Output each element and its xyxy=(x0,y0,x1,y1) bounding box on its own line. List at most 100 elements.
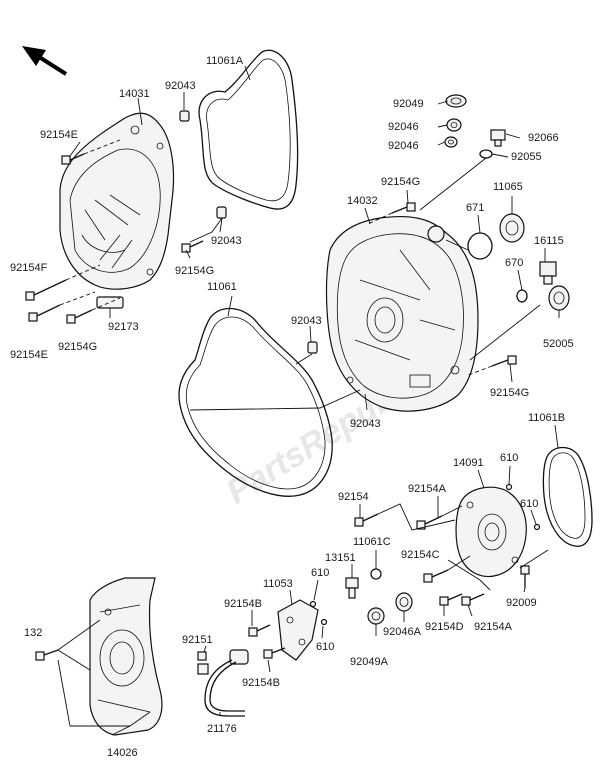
gasket-11061 xyxy=(178,307,333,497)
screw-610-a xyxy=(505,483,513,491)
label-92154E-a: 92154E xyxy=(40,129,78,141)
dowel-pin-92043-b xyxy=(216,206,227,219)
label-670: 670 xyxy=(505,257,523,269)
label-92046A: 92046A xyxy=(383,626,422,638)
label-52005: 52005 xyxy=(543,338,574,350)
clutch-cover-14032 xyxy=(325,215,479,412)
label-92049: 92049 xyxy=(393,98,424,110)
label-92009: 92009 xyxy=(506,597,537,609)
bracket-11053 xyxy=(277,599,319,661)
label-92043-b: 92043 xyxy=(211,235,242,247)
label-92154B-b: 92154B xyxy=(242,677,280,689)
screw-610-d xyxy=(320,618,328,626)
label-11053: 11053 xyxy=(263,578,293,590)
label-610-c: 610 xyxy=(311,567,329,579)
label-92055: 92055 xyxy=(511,151,542,163)
screw-610-b xyxy=(533,523,541,531)
label-92154D: 92154D xyxy=(425,621,464,633)
label-610-d: 610 xyxy=(316,641,334,653)
label-14032: 14032 xyxy=(347,195,378,207)
plug-16115 xyxy=(539,261,557,285)
label-610-b: 610 xyxy=(520,498,538,510)
oring-671 xyxy=(467,232,493,260)
engine-cover-left xyxy=(59,112,175,309)
bolt-92154F xyxy=(25,279,67,301)
seal-92049 xyxy=(445,94,467,108)
label-16115: 16115 xyxy=(534,235,564,247)
bolt-132 xyxy=(35,649,59,661)
oring-92055 xyxy=(479,149,493,159)
label-92049A: 92049A xyxy=(350,656,389,668)
label-11061: 11061 xyxy=(207,281,237,293)
label-92154: 92154 xyxy=(338,491,369,503)
bolt-92154E-b xyxy=(28,304,61,322)
label-13151: 13151 xyxy=(325,552,356,564)
leader-lines xyxy=(57,65,560,736)
screw-610-c xyxy=(309,600,317,608)
clip-92151 xyxy=(197,651,207,661)
label-11061B: 11061B xyxy=(528,412,565,424)
sensor-lead-21176 xyxy=(197,649,249,717)
label-92154B-a: 92154B xyxy=(224,598,262,610)
bearing-92046-a xyxy=(446,118,462,132)
label-92043-d: 92043 xyxy=(350,418,381,430)
bolt-92154G-a xyxy=(181,240,204,253)
label-92173: 92173 xyxy=(108,321,139,333)
label-92154G-b: 92154G xyxy=(58,341,97,353)
sprocket-cover-14026 xyxy=(89,577,163,736)
label-92043-a: 92043 xyxy=(165,80,196,92)
seal-52005 xyxy=(548,285,570,311)
label-92154G-c: 92154G xyxy=(381,176,420,188)
plug-92066 xyxy=(490,129,506,147)
label-92151: 92151 xyxy=(182,634,213,646)
bolt-92154G-d xyxy=(491,355,517,367)
part-labels: 11061A 14031 92043 92154E 92043 92154G 9… xyxy=(10,55,574,759)
label-14026: 14026 xyxy=(107,747,138,759)
bolt-92154B-b xyxy=(263,647,286,659)
label-14091: 14091 xyxy=(453,457,484,469)
bearing-92046A xyxy=(395,592,413,612)
label-671: 671 xyxy=(466,202,484,214)
bolt-92154B-a xyxy=(248,624,271,637)
bolt-92009 xyxy=(520,565,530,588)
gasket-11061A xyxy=(198,49,299,210)
bolt-92154A-a xyxy=(416,515,443,530)
cap-11065 xyxy=(499,213,525,243)
seal-92049A xyxy=(367,607,385,625)
sensor-13151 xyxy=(345,577,359,599)
label-11065: 11065 xyxy=(493,181,523,193)
label-92154G-a: 92154G xyxy=(175,265,214,277)
bolt-92154G-c xyxy=(391,202,416,214)
bolt-92154 xyxy=(354,513,379,527)
label-11061C: 11061C xyxy=(353,536,391,548)
bolt-92154C xyxy=(423,569,449,583)
label-92043-c: 92043 xyxy=(291,315,322,327)
bearing-92046-b xyxy=(444,136,458,148)
oring-670 xyxy=(516,289,528,303)
bolt-92154A-b xyxy=(461,593,485,606)
label-92046-b: 92046 xyxy=(388,140,419,152)
label-610-a: 610 xyxy=(500,452,518,464)
label-21176: 21176 xyxy=(207,723,237,735)
bolt-92154E-a xyxy=(61,153,85,165)
label-92066: 92066 xyxy=(528,132,559,144)
label-132: 132 xyxy=(24,627,42,639)
dowel-pin-92043-a xyxy=(179,110,190,122)
arrow-up-left-icon xyxy=(22,46,68,76)
label-92154A-b: 92154A xyxy=(474,621,513,633)
label-11061A: 11061A xyxy=(206,55,244,67)
washer-11061C xyxy=(370,568,382,580)
label-14031: 14031 xyxy=(119,88,150,100)
pump-cover-14091 xyxy=(455,486,527,577)
bolt-92154D xyxy=(439,593,463,606)
gasket-11061B xyxy=(542,446,593,547)
label-92154G-d: 92154G xyxy=(490,387,529,399)
label-92154E-b: 92154E xyxy=(10,349,48,361)
label-92154F: 92154F xyxy=(10,262,48,274)
dowel-pin-92043-c xyxy=(307,341,318,354)
label-92154C: 92154C xyxy=(401,549,440,561)
bolt-92154G-b xyxy=(66,309,93,324)
label-92154A-a: 92154A xyxy=(408,483,447,495)
label-92046-a: 92046 xyxy=(388,121,419,133)
